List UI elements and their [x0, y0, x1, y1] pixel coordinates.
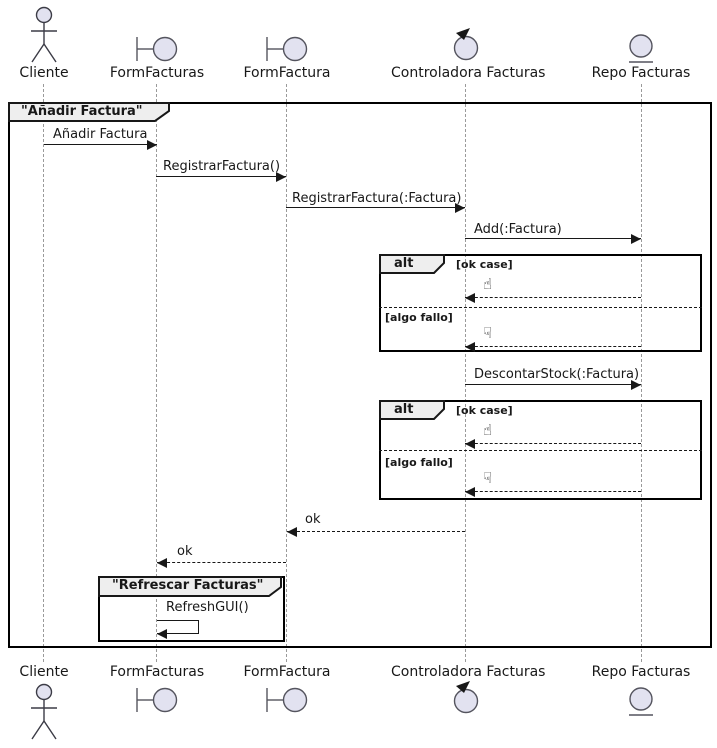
- participant-label-controladora: Controladora Facturas: [391, 65, 546, 81]
- participant-label-repo: Repo Facturas: [591, 65, 691, 81]
- participant-label-formfacturas: FormFacturas: [109, 664, 205, 680]
- alt-operator-tab: [379, 400, 447, 421]
- arrowhead: [276, 172, 286, 182]
- arrowhead: [465, 487, 475, 497]
- alt-fragment-1: [379, 254, 702, 352]
- return-arrow: [157, 562, 286, 563]
- message-label: Add(:Factura): [474, 222, 562, 237]
- control-icon: [449, 27, 483, 63]
- entity-icon: [626, 32, 656, 65]
- return-arrow: [465, 443, 641, 444]
- return-arrow: [465, 346, 641, 347]
- boundary-icon: [131, 685, 179, 715]
- arrowhead: [455, 203, 465, 213]
- inner-frame-title: "Refrescar Facturas": [112, 578, 264, 593]
- participant-label-cliente: Cliente: [19, 664, 69, 680]
- message-label: RegistrarFactura(:Factura): [292, 191, 462, 206]
- frame-anadir-factura: [8, 102, 712, 648]
- lifeline-formfactura: [286, 84, 287, 662]
- thumbs-down-icon: ☟: [483, 469, 493, 487]
- participant-label-formfactura: FormFactura: [243, 664, 331, 680]
- thumbs-up-icon: ☝: [483, 275, 493, 293]
- message-label: DescontarStock(:Factura): [474, 367, 640, 382]
- participant-label-formfacturas: FormFacturas: [109, 65, 205, 81]
- return-label: ok: [177, 544, 193, 559]
- message-arrow: [156, 176, 286, 177]
- self-message-line: [198, 620, 199, 633]
- guard-ok-case: [ok case]: [456, 258, 513, 271]
- arrowhead: [465, 439, 475, 449]
- message-label: Añadir Factura: [53, 127, 148, 142]
- message-arrow: [465, 384, 641, 385]
- frame-title-tab: [8, 102, 172, 123]
- participant-label-cliente: Cliente: [19, 65, 69, 81]
- message-arrow: [44, 144, 157, 145]
- participant-label-repo: Repo Facturas: [591, 664, 691, 680]
- arrowhead: [157, 629, 167, 639]
- arrowhead: [631, 380, 641, 390]
- alt-operator-label: alt: [394, 256, 414, 271]
- control-icon: [449, 680, 483, 716]
- arrowhead: [147, 140, 157, 150]
- boundary-icon: [261, 34, 309, 64]
- alt-divider: [379, 307, 702, 308]
- lifeline-controladora: [465, 84, 466, 662]
- arrowhead: [465, 293, 475, 303]
- boundary-icon: [131, 34, 179, 64]
- lifeline-formfacturas: [156, 84, 157, 662]
- message-arrow: [286, 207, 465, 208]
- thumbs-up-icon: ☝: [483, 421, 493, 439]
- frame-title-tab: [98, 576, 284, 598]
- arrowhead: [287, 527, 297, 537]
- thumbs-down-icon: ☟: [483, 324, 493, 342]
- frame-title: "Añadir Factura": [21, 104, 143, 119]
- actor-icon: [26, 6, 62, 64]
- participant-label-formfactura: FormFactura: [243, 65, 331, 81]
- message-arrow: [465, 238, 641, 239]
- return-arrow: [465, 491, 641, 492]
- guard-algo-fallo: [algo fallo]: [385, 311, 453, 324]
- boundary-icon: [261, 685, 309, 715]
- alt-operator-label: alt: [394, 402, 414, 417]
- alt-operator-tab: [379, 254, 447, 275]
- entity-icon: [626, 685, 656, 718]
- return-label: ok: [305, 512, 321, 527]
- participant-label-controladora: Controladora Facturas: [391, 664, 546, 680]
- self-message-line: [157, 620, 199, 621]
- lifeline-cliente: [43, 84, 44, 662]
- return-arrow: [465, 297, 641, 298]
- arrowhead: [157, 558, 167, 568]
- guard-ok-case: [ok case]: [456, 404, 513, 417]
- guard-algo-fallo: [algo fallo]: [385, 456, 453, 469]
- message-label: RefreshGUI(): [166, 600, 249, 615]
- return-arrow: [287, 531, 465, 532]
- message-label: RegistrarFactura(): [163, 159, 281, 174]
- actor-icon: [26, 683, 62, 741]
- arrowhead: [465, 342, 475, 352]
- lifeline-repo: [641, 84, 642, 662]
- alt-divider: [379, 450, 702, 451]
- self-message-line: [157, 633, 199, 634]
- arrowhead: [631, 234, 641, 244]
